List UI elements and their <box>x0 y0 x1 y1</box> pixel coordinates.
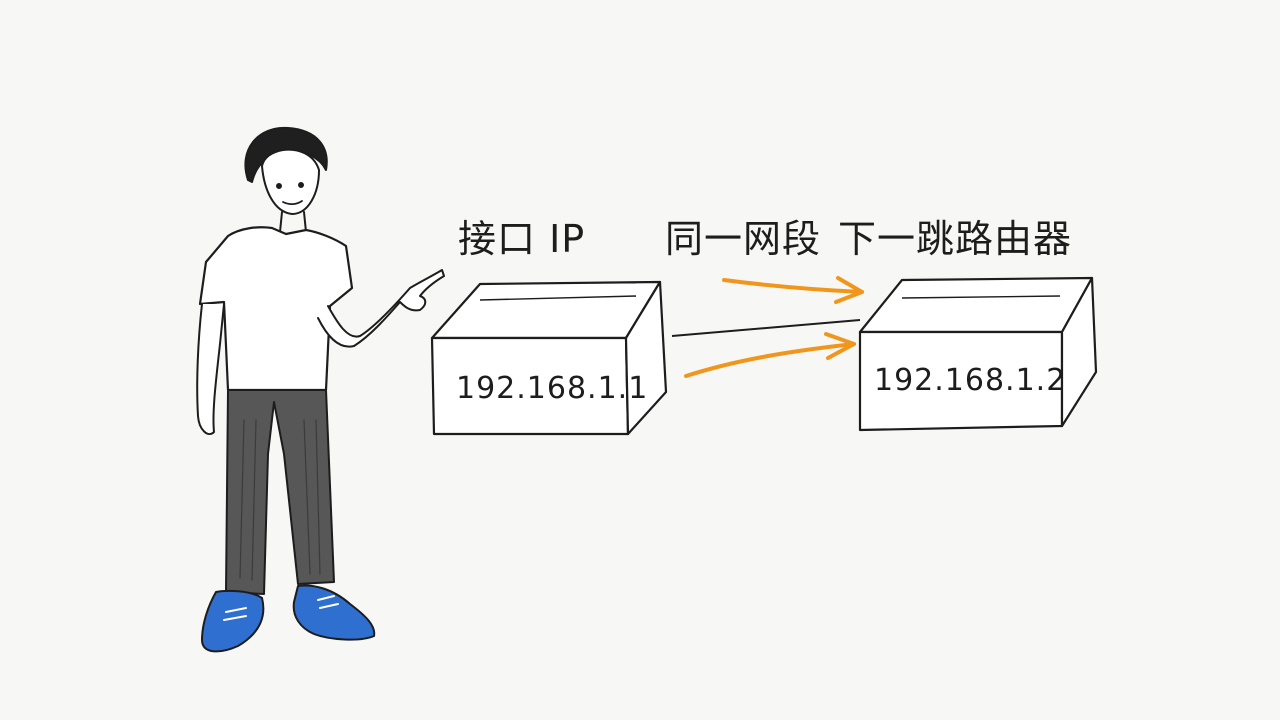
lower-arrow-head <box>824 332 856 360</box>
interface-ip-label: 接口 IP <box>458 217 585 261</box>
person-eye-left <box>276 183 282 189</box>
right-router-top-line <box>901 295 1061 299</box>
same-segment-arrows <box>684 276 864 378</box>
next-hop-router-label: 下一跳路由器 <box>838 217 1072 261</box>
person-neck <box>279 211 307 233</box>
right-router-device <box>858 276 1098 432</box>
person-smile <box>282 200 303 206</box>
person-shoe-laces <box>223 595 339 621</box>
left-router-ip: 192.168.1.1 <box>456 371 648 406</box>
person-pants-texture <box>239 419 321 581</box>
upper-arrow-head <box>834 276 864 304</box>
left-router-top <box>430 280 662 340</box>
person-left-arm <box>196 303 225 435</box>
person-illustration <box>196 126 445 653</box>
person-left-shoe <box>201 589 265 653</box>
person-right-arm <box>317 269 445 348</box>
left-router-top-line <box>479 295 637 301</box>
left-router-side <box>624 280 668 436</box>
lower-arrow-line <box>684 342 856 378</box>
left-router-device <box>430 280 668 436</box>
network-link-line <box>671 319 861 337</box>
person-eye-right <box>298 182 304 188</box>
same-segment-label: 同一网段 <box>665 217 821 261</box>
right-router-ip: 192.168.1.2 <box>874 363 1066 398</box>
upper-arrow-line <box>722 278 864 294</box>
person-right-shoe <box>292 584 376 641</box>
person-face <box>261 148 320 215</box>
right-router-top <box>858 276 1094 334</box>
right-router-side <box>1060 276 1098 428</box>
